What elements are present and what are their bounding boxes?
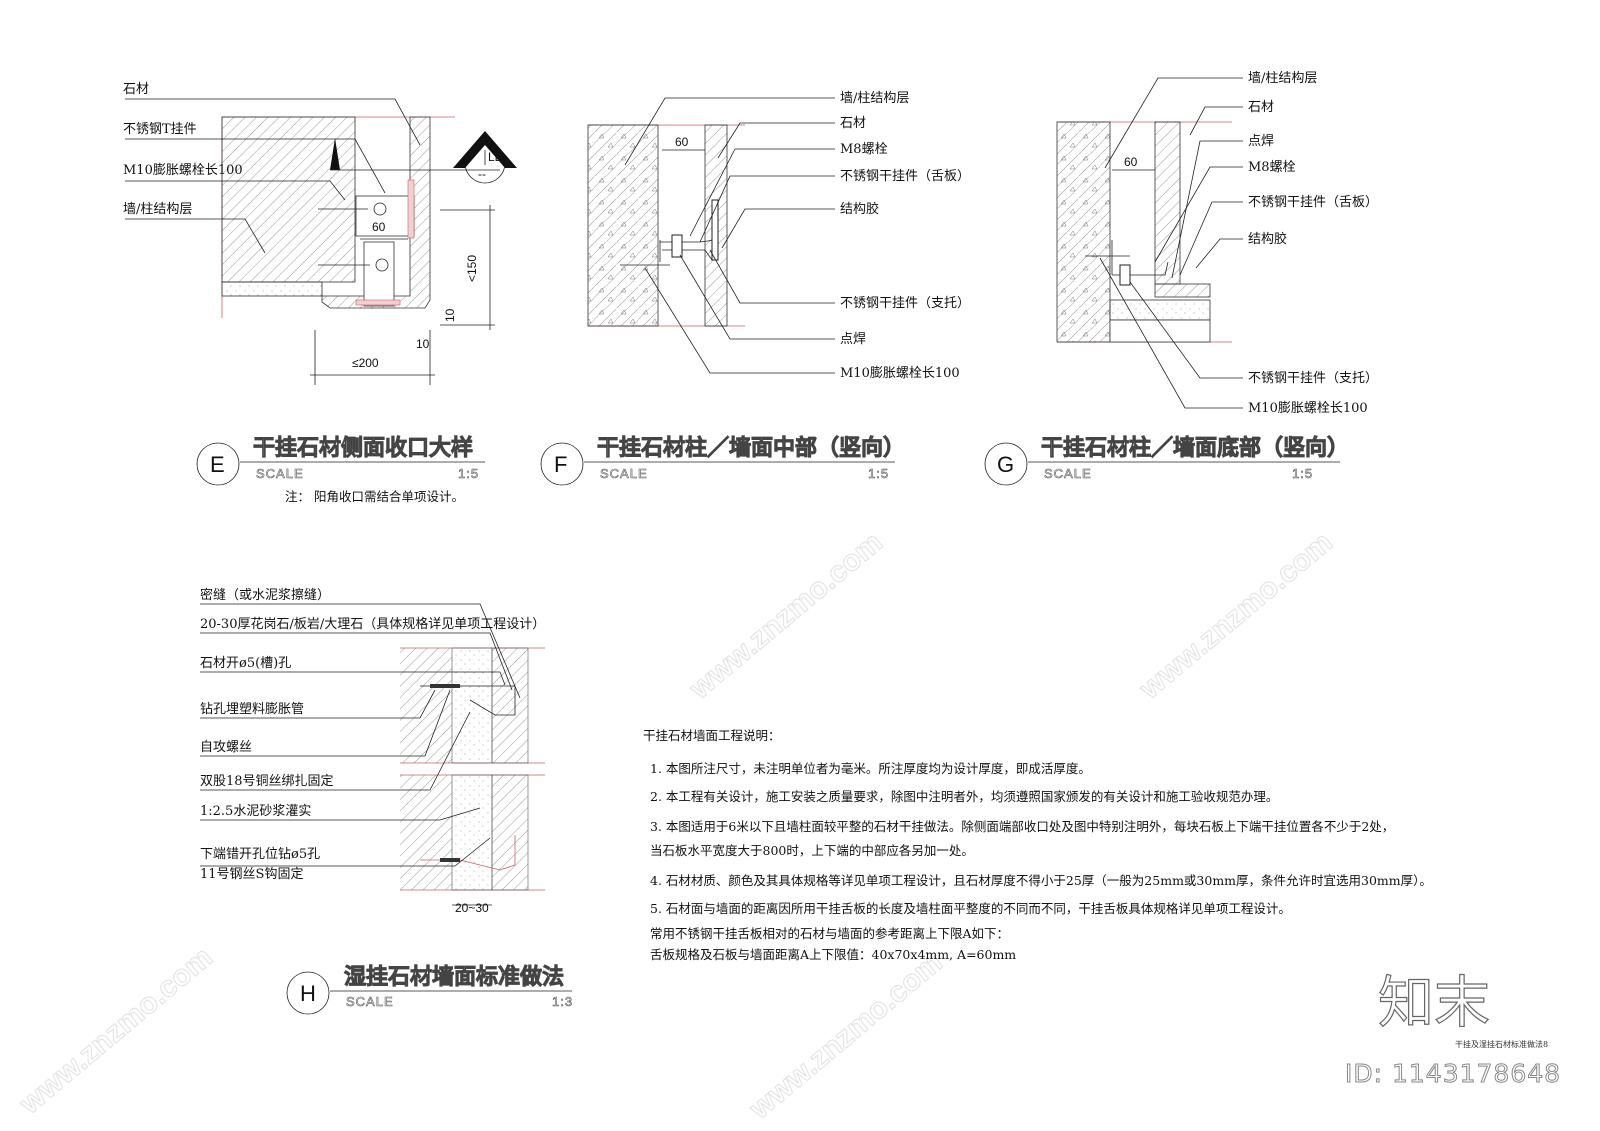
detail-g-labels: 墙/柱结构层 石材 点焊 M8螺栓 不锈钢干挂件（舌板） 结构胶 不锈钢干挂件（… [1248, 71, 1378, 416]
label-h-seam: 密缝（或水泥浆擦缝） [200, 587, 330, 603]
label-h-slot-hole: 石材开ø5(槽)孔 [200, 656, 291, 671]
label-f-m8-bolt: M8螺栓 [840, 142, 888, 157]
label-f-structure: 墙/柱结构层 [840, 91, 909, 106]
sheet-title: 干挂及湿挂石材标准做法8 [1455, 1039, 1548, 1049]
detail-h-title-block: H 湿挂石材墙面标准做法 SCALE 1:3 [286, 964, 573, 1015]
label-g-structure: 墙/柱结构层 [1248, 71, 1317, 86]
watermark-text: www.znzmo.com [683, 525, 889, 706]
watermark-text: www.znzmo.com [743, 945, 949, 1126]
section-mark-right: LD [488, 150, 504, 164]
section-mark-bottom: -- [478, 167, 486, 181]
detail-g-title: 干挂石材柱／墙面底部（竖向） [1041, 435, 1349, 461]
note-line: 3. 本图适用于6米以下且墙柱面较平整的石材干挂做法。除侧面端部收口处及图中特别… [650, 819, 1394, 834]
detail-f-letter: F [554, 452, 567, 477]
detail-g-drawing: 60 [1056, 77, 1243, 409]
note-line: 舌板规格及石板与墙面距离A上下限值：40x70x4mm, A=60mm [650, 947, 1016, 962]
dim-e-10-vertical: 10 [443, 308, 457, 322]
dim-e-150: <150 [465, 255, 479, 282]
detail-e-drawing: F LD -- 60 <150 10 ≤200 10 [125, 98, 517, 385]
watermark-text: www.znzmo.com [13, 940, 219, 1121]
label-h-mortar: 1:2.5水泥砂浆灌实 [200, 804, 311, 819]
label-e-t-hanger: 不锈钢T挂件 [123, 122, 197, 137]
detail-f-scale: 1:5 [868, 466, 889, 481]
detail-f-scale-label: SCALE [600, 466, 648, 481]
label-h-copper-wire: 双股18号铜丝绑扎固定 [200, 774, 334, 789]
detail-h-title: 湿挂石材墙面标准做法 [344, 964, 564, 990]
detail-f-title-block: F 干挂石材柱／墙面中部（竖向） SCALE 1:5 [540, 435, 905, 486]
watermark-text: www.znzmo.com [1133, 525, 1339, 706]
label-g-spot-weld: 点焊 [1248, 133, 1274, 149]
label-g-stone: 石材 [1248, 100, 1274, 115]
detail-f-labels: 墙/柱结构层 石材 M8螺栓 不锈钢干挂件（舌板） 结构胶 不锈钢干挂件（支托）… [840, 91, 970, 381]
detail-h-labels: 密缝（或水泥浆擦缝） 20-30厚花岗石/板岩/大理石（具体规格详见单项工程设计… [200, 587, 545, 882]
detail-h-drawing: 20~30 [200, 603, 545, 915]
label-h-stone: 20-30厚花岗石/板岩/大理石（具体规格详见单项工程设计） [200, 616, 545, 632]
label-g-bracket: 不锈钢干挂件（支托） [1248, 371, 1378, 386]
label-e-m10-bolt: M10膨胀螺栓长100 [123, 163, 243, 178]
dim-g-60: 60 [1124, 155, 1138, 169]
notes-heading: 干挂石材墙面工程说明： [643, 728, 781, 743]
detail-h-scale: 1:3 [552, 994, 573, 1009]
label-f-tongue-plate: 不锈钢干挂件（舌板） [840, 169, 970, 184]
note-line: 常用不锈钢干挂舌板相对的石材与墙面的参考距离上下限A如下： [650, 926, 1009, 941]
note-line: 1. 本图所注尺寸，未注明单位者为毫米。所注厚度均为设计厚度，即成活厚度。 [650, 761, 1091, 776]
dim-e-200: ≤200 [352, 356, 379, 370]
note-line: 当石板水平宽度大于800时，上下端的中部应各另加一处。 [650, 843, 974, 858]
detail-e-scale-label: SCALE [256, 466, 304, 481]
dim-h-20-30: 20~30 [455, 901, 489, 915]
dim-e-10-horizontal: 10 [416, 337, 430, 351]
dim-f-60: 60 [675, 135, 689, 149]
detail-g-scale: 1:5 [1292, 466, 1313, 481]
detail-e-note: 注： 阳角收口需结合单项设计。 [285, 489, 464, 504]
note-line: 5. 石材面与墙面的距离因所用干挂舌板的长度及墙柱面平整度的不同而不同，干挂舌板… [650, 901, 1291, 916]
detail-e-title-block: E 干挂石材侧面收口大样 SCALE 1:5 注： 阳角收口需结合单项设计。 [196, 435, 485, 504]
detail-g-scale-label: SCALE [1044, 466, 1092, 481]
detail-f-title: 干挂石材柱／墙面中部（竖向） [597, 435, 905, 461]
label-g-adhesive: 结构胶 [1248, 231, 1287, 247]
label-h-s-hook: 11号钢丝S钩固定 [200, 867, 303, 882]
brand-logo: 知末 [1378, 971, 1490, 1036]
asset-id: ID: 1143178648 [1345, 1059, 1561, 1088]
label-h-screw: 自攻螺丝 [200, 740, 252, 755]
label-f-adhesive: 结构胶 [840, 201, 879, 217]
label-f-bracket: 不锈钢干挂件（支托） [840, 296, 970, 311]
label-g-tongue-plate: 不锈钢干挂件（舌板） [1248, 195, 1378, 210]
label-g-m10-bolt: M10膨胀螺栓长100 [1248, 401, 1368, 416]
note-line: 2. 本工程有关设计，施工安装之质量要求，除图中注明者外，均须遵照国家颁发的有关… [650, 789, 1278, 804]
detail-g-letter: G [997, 452, 1014, 477]
detail-h-letter: H [300, 981, 316, 1006]
detail-e-letter: E [210, 452, 225, 477]
construction-notes: 干挂石材墙面工程说明： 1. 本图所注尺寸，未注明单位者为毫米。所注厚度均为设计… [643, 728, 1432, 962]
brand-block: 知末 干挂及湿挂石材标准做法8 ID: 1143178648 [1345, 970, 1561, 1088]
detail-g-title-block: G 干挂石材柱／墙面底部（竖向） SCALE 1:5 [984, 435, 1349, 486]
label-h-bottom-hole: 下端错开孔位钻ø5孔 [200, 847, 320, 862]
label-h-expansion-tube: 钻孔埋塑料膨胀管 [200, 702, 304, 717]
detail-f-drawing: 60 [587, 97, 835, 374]
detail-e-labels: 石材 不锈钢T挂件 M10膨胀螺栓长100 墙/柱结构层 [123, 82, 243, 217]
label-f-m10-bolt: M10膨胀螺栓长100 [840, 366, 960, 381]
label-e-structure: 墙/柱结构层 [123, 202, 192, 217]
label-g-m8-bolt: M8螺栓 [1248, 160, 1296, 175]
section-mark-left: F [466, 150, 473, 164]
dim-e-60: 60 [372, 220, 386, 234]
detail-e-scale: 1:5 [458, 466, 479, 481]
label-f-stone: 石材 [840, 116, 866, 131]
note-line: 4. 石材材质、颜色及其具体规格等详见单项工程设计，且石材厚度不得小于25厚（一… [650, 873, 1432, 888]
detail-h-scale-label: SCALE [346, 994, 394, 1009]
detail-e-title: 干挂石材侧面收口大样 [253, 435, 473, 461]
label-f-spot-weld: 点焊 [840, 331, 866, 347]
label-e-stone: 石材 [123, 82, 149, 97]
